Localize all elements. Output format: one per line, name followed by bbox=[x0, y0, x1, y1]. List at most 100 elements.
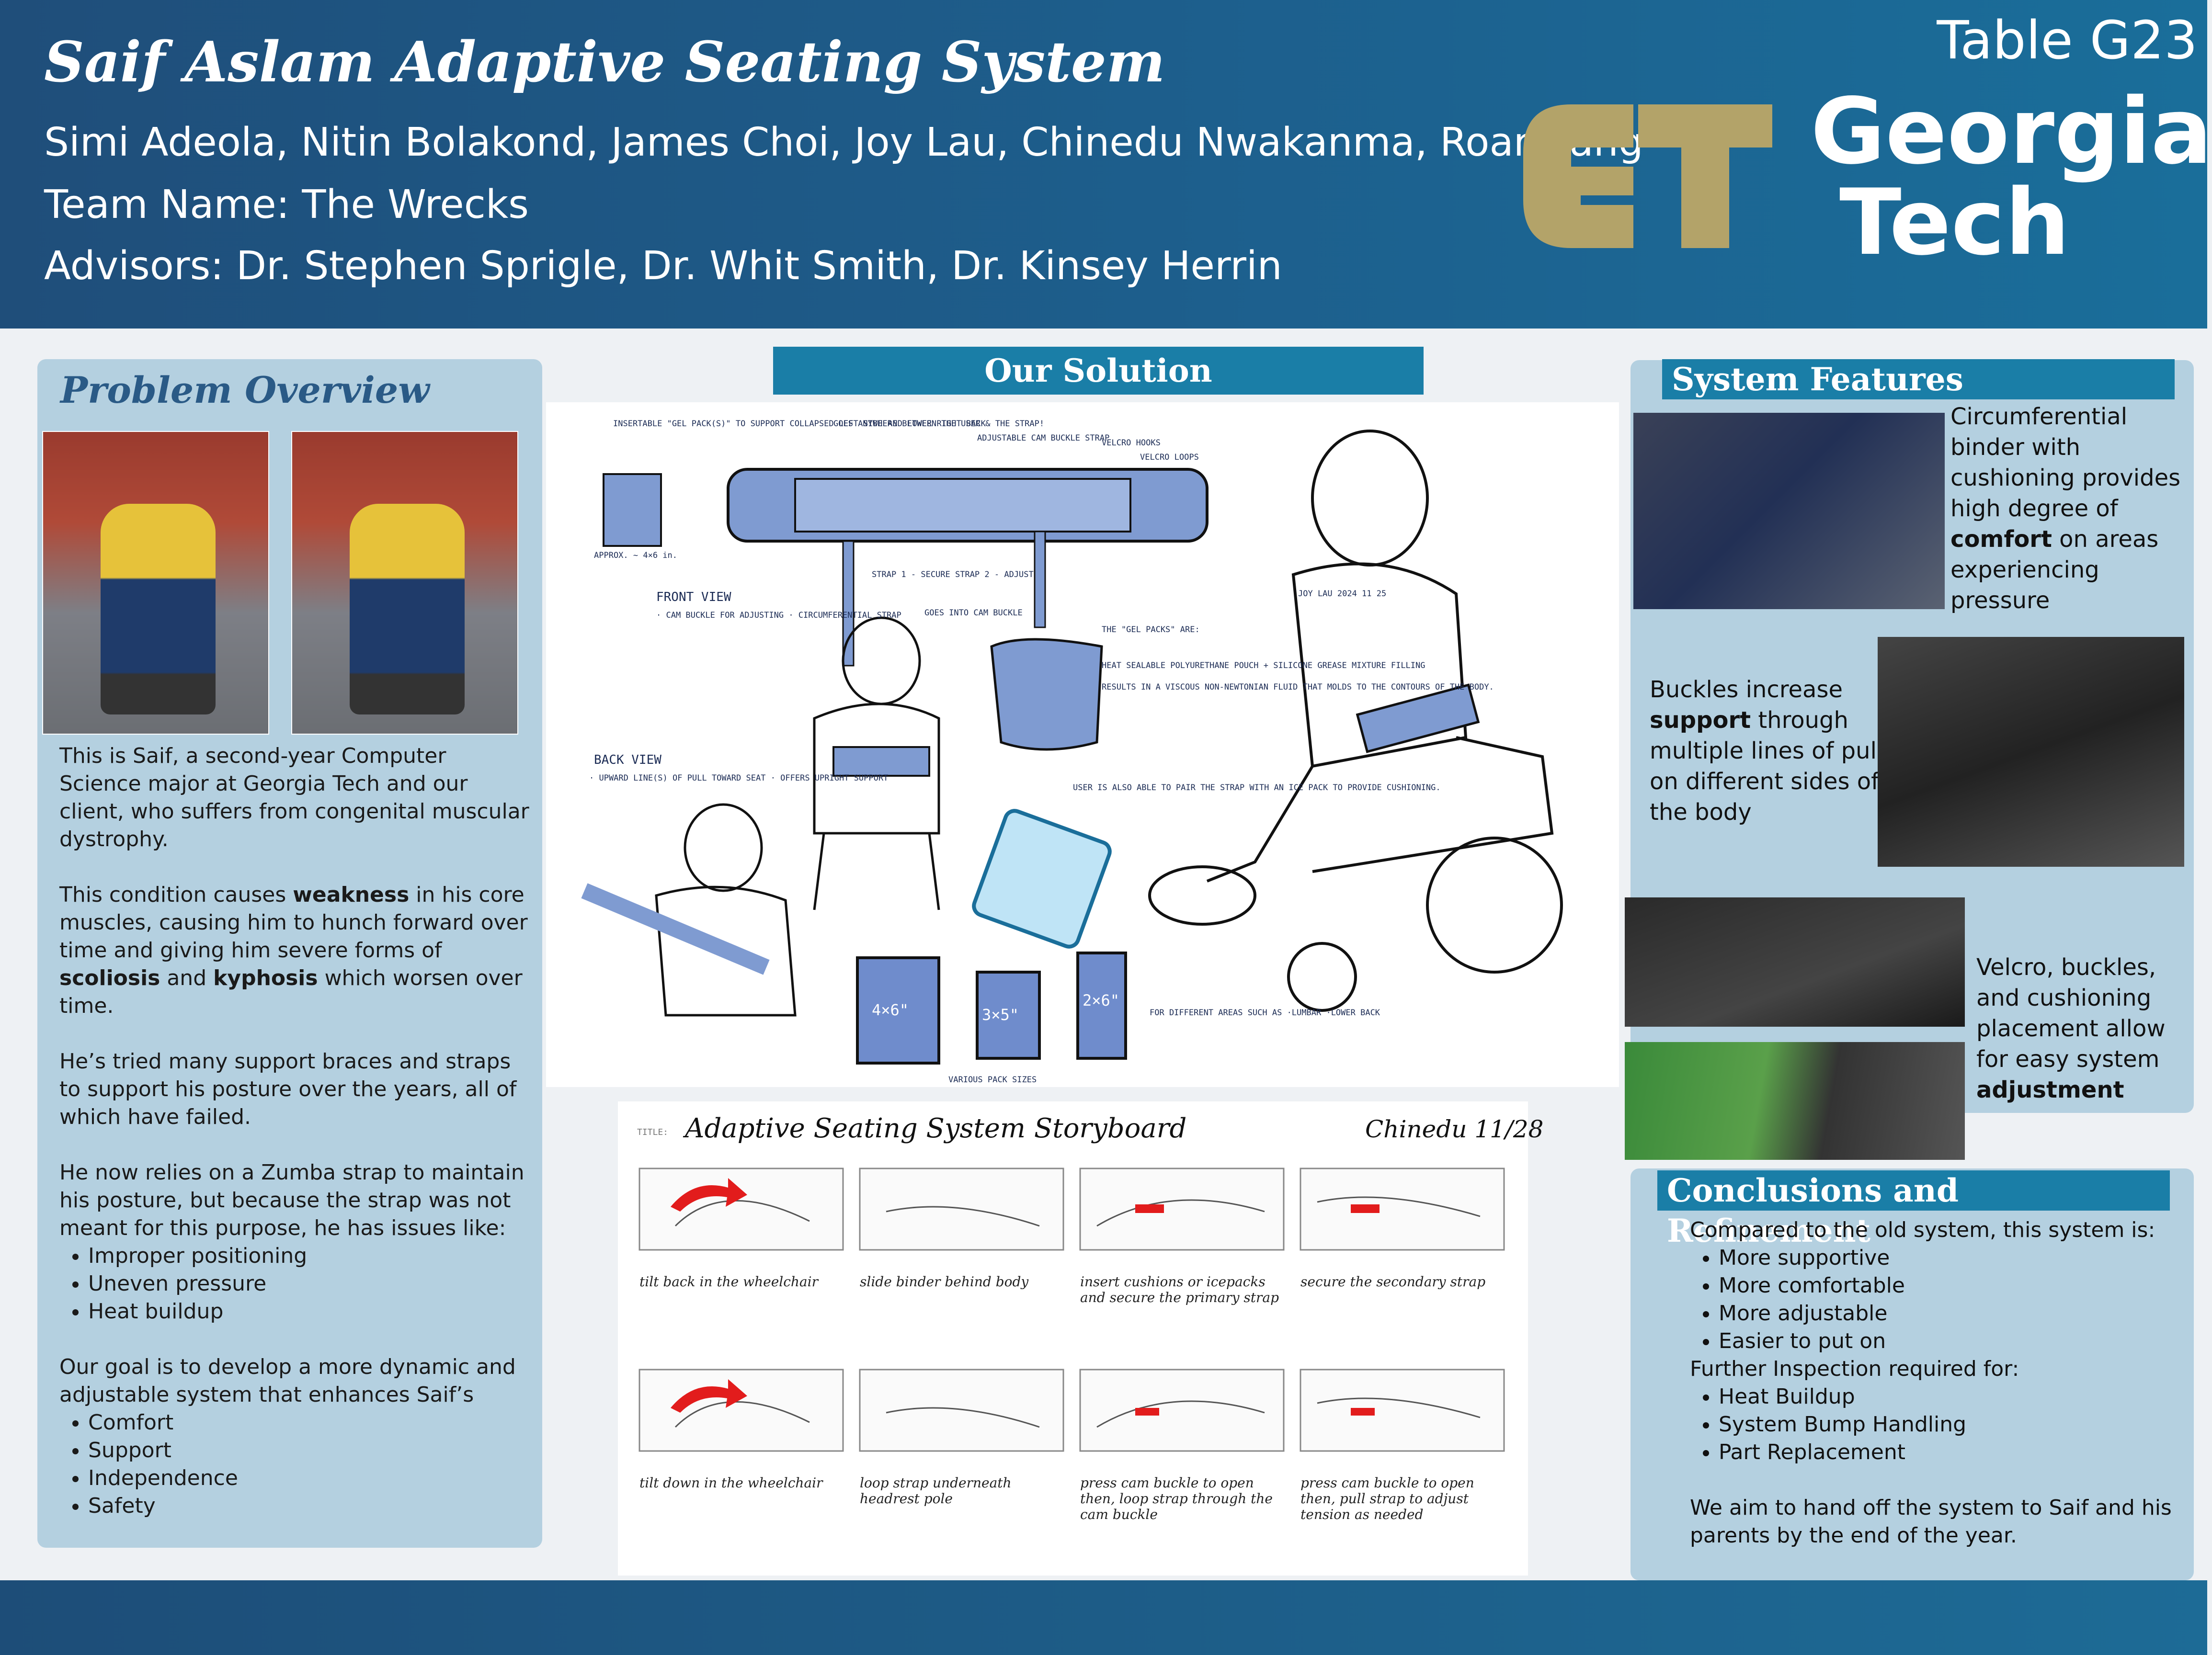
storyboard-frames bbox=[639, 1168, 1505, 1452]
pack-size-labels: 4×6" 3×5" 2×6" bbox=[872, 991, 1119, 1024]
label-velcro-hooks: VELCRO HOOKS bbox=[1102, 438, 1161, 448]
poster-title: Saif Aslam Adaptive Seating System bbox=[44, 30, 1165, 95]
georgia-tech-wordmark: Georgia Tech bbox=[1811, 86, 2212, 268]
wheelchair-binder bbox=[1356, 683, 1480, 753]
label-goes-into: GOES INTO CAM BUCKLE bbox=[924, 608, 1023, 618]
front-view-sketch bbox=[813, 616, 940, 910]
label-cam-buckle: ADJUSTABLE CAM BUCKLE STRAP bbox=[977, 433, 1109, 443]
feature-photo-binder bbox=[1633, 413, 1945, 609]
label-approx: APPROX. ~ 4×6 in. bbox=[594, 551, 677, 560]
footer-band bbox=[0, 1580, 2207, 1655]
f2-support: support bbox=[1650, 707, 1751, 734]
feature-1-text: Circumferential binder with cushioning p… bbox=[1950, 401, 2190, 616]
list-item: Safety bbox=[88, 1492, 534, 1520]
frame-3 bbox=[1079, 1168, 1285, 1251]
label-size-3: 2×6" bbox=[1083, 991, 1119, 1009]
issues-list: Improper positioning Uneven pressure Hea… bbox=[59, 1242, 534, 1326]
caption-1: tilt back in the wheelchair bbox=[639, 1274, 818, 1290]
caption-3: insert cushions or icepacks and secure t… bbox=[1080, 1274, 1279, 1305]
binder-pad bbox=[794, 478, 1131, 533]
list-item: Improper positioning bbox=[88, 1242, 534, 1270]
conclusions-panel bbox=[1630, 1168, 2194, 1580]
frame-7 bbox=[1079, 1369, 1285, 1452]
f3-pre: Velcro, buckles, and cushioning placemen… bbox=[1976, 954, 2166, 1073]
back-view-sketch bbox=[655, 803, 797, 1017]
wordmark-tech: Tech bbox=[1839, 170, 2070, 275]
list-item: System Bump Handling bbox=[1719, 1411, 2178, 1439]
storyboard: TITLE: Adaptive Seating System Storyboar… bbox=[618, 1101, 1543, 1576]
problem-p1: This is Saif, a second-year Computer Sci… bbox=[59, 744, 529, 851]
p2-kyphosis: kyphosis bbox=[213, 966, 318, 990]
list-item: Independence bbox=[88, 1464, 534, 1492]
client-figure bbox=[101, 504, 216, 714]
frame-5 bbox=[639, 1369, 844, 1452]
feature-photo-buckles bbox=[1878, 637, 2184, 867]
goals-list: Comfort Support Independence Safety bbox=[59, 1409, 534, 1520]
label-joy: JOY LAU 2024 11 25 bbox=[1298, 589, 1386, 599]
p2-weakness: weakness bbox=[293, 883, 410, 907]
feature-photo-velcro bbox=[1625, 897, 1965, 1027]
caption-8: press cam buckle to open then, pull stra… bbox=[1300, 1475, 1474, 1522]
client-photo-1 bbox=[42, 431, 269, 735]
f1-post: on areas experiencing pressure bbox=[1950, 526, 2159, 614]
storyboard-arrows bbox=[671, 1178, 1380, 1416]
conclusions-intro: Compared to the old system, this system … bbox=[1690, 1218, 2155, 1242]
storyboard-author: Chinedu 11/28 bbox=[1365, 1115, 1543, 1143]
problem-p4: He now relies on a Zumba strap to mainta… bbox=[59, 1160, 524, 1240]
frame-2 bbox=[859, 1168, 1064, 1251]
feature-3-text: Velcro, buckles, and cushioning placemen… bbox=[1976, 952, 2192, 1105]
label-velcro-loops: VELCRO LOOPS bbox=[1140, 453, 1199, 462]
todo-list: Heat Buildup System Bump Handling Part R… bbox=[1690, 1383, 2178, 1466]
label-gel-desc: HEAT SEALABLE POLYURETHANE POUCH + SILIC… bbox=[1102, 661, 1425, 670]
frame-sketches bbox=[674, 1196, 1481, 1428]
p2-scoliosis: scoliosis bbox=[59, 966, 160, 990]
conclusions-heading: Conclusions and Refinement bbox=[1657, 1170, 2170, 1249]
storyboard-title-label: TITLE: bbox=[637, 1127, 668, 1137]
pack-3x5 bbox=[976, 971, 1041, 1060]
storyboard-drawing: TITLE: Adaptive Seating System Storyboar… bbox=[637, 1113, 1543, 1522]
gel-pack-icon bbox=[603, 473, 662, 547]
list-item: More adjustable bbox=[1719, 1300, 2178, 1327]
p2-pre: This condition causes bbox=[59, 883, 293, 907]
label-size-2: 3×5" bbox=[982, 1006, 1019, 1024]
feature-photo-cushion bbox=[1625, 1042, 1965, 1160]
solution-sketch: INSERTABLE "GEL PACK(S)" TO SUPPORT COLL… bbox=[546, 402, 1619, 1087]
frame-6 bbox=[859, 1369, 1064, 1452]
f1-comfort: comfort bbox=[1950, 526, 2052, 553]
problem-p2: This condition causes weakness in his co… bbox=[59, 881, 534, 1020]
label-goes-anywhere: GOES ANYWHERE BETWEEN THE USER & THE STR… bbox=[833, 419, 1044, 429]
solution-heading: Our Solution bbox=[773, 347, 1424, 395]
caption-5: tilt down in the wheelchair bbox=[639, 1475, 823, 1491]
arrow-cam bbox=[1135, 1408, 1159, 1416]
frame-1 bbox=[639, 1168, 844, 1251]
label-areas: FOR DIFFERENT AREAS SUCH AS ·LUMBAR ·LOW… bbox=[1150, 1008, 1380, 1018]
list-item: Support bbox=[88, 1437, 534, 1464]
list-item: Heat Buildup bbox=[1719, 1383, 2178, 1411]
conclusions-text: Compared to the old system, this system … bbox=[1690, 1216, 2178, 1550]
caption-4: secure the secondary strap bbox=[1300, 1274, 1486, 1290]
list-item: Comfort bbox=[88, 1409, 534, 1437]
problem-overview-panel: Problem Overview This is Saif, a second-… bbox=[37, 359, 542, 1548]
list-item: More supportive bbox=[1719, 1244, 2178, 1272]
label-front-view: FRONT VIEW bbox=[656, 590, 731, 604]
arrow-tilt-back bbox=[671, 1178, 747, 1212]
label-gel-result: RESULTS IN A VISCOUS NON-NEWTONIAN FLUID… bbox=[1102, 682, 1494, 692]
strap-2 bbox=[1034, 531, 1046, 628]
solution-drawing: INSERTABLE "GEL PACK(S)" TO SUPPORT COLL… bbox=[581, 419, 1563, 1085]
f3-adjustment: adjustment bbox=[1976, 1077, 2124, 1103]
problem-p5: Our goal is to develop a more dynamic an… bbox=[59, 1355, 516, 1407]
conclusions-final: We aim to hand off the system to Saif an… bbox=[1690, 1496, 2172, 1548]
table-id: Table G23 bbox=[1937, 10, 2198, 71]
caption-2: slide binder behind body bbox=[860, 1274, 1029, 1290]
feature-2-text: Buckles increase support through multipl… bbox=[1650, 674, 1899, 828]
label-front-notes: · CAM BUCKLE FOR ADJUSTING · CIRCUMFEREN… bbox=[656, 611, 901, 620]
f2-post: through multiple lines of pull on differ… bbox=[1650, 707, 1883, 826]
problem-overview-heading: Problem Overview bbox=[60, 369, 430, 411]
problem-text: This is Saif, a second-year Computer Sci… bbox=[59, 742, 534, 1520]
p2-mid2: and bbox=[160, 966, 214, 990]
wheelchair-sketch bbox=[1148, 430, 1563, 1012]
gt-monogram-icon bbox=[1523, 104, 1772, 248]
team-name: Team Name: The Wrecks bbox=[44, 182, 529, 227]
frame-8 bbox=[1300, 1369, 1505, 1452]
list-item: Heat buildup bbox=[88, 1298, 534, 1326]
